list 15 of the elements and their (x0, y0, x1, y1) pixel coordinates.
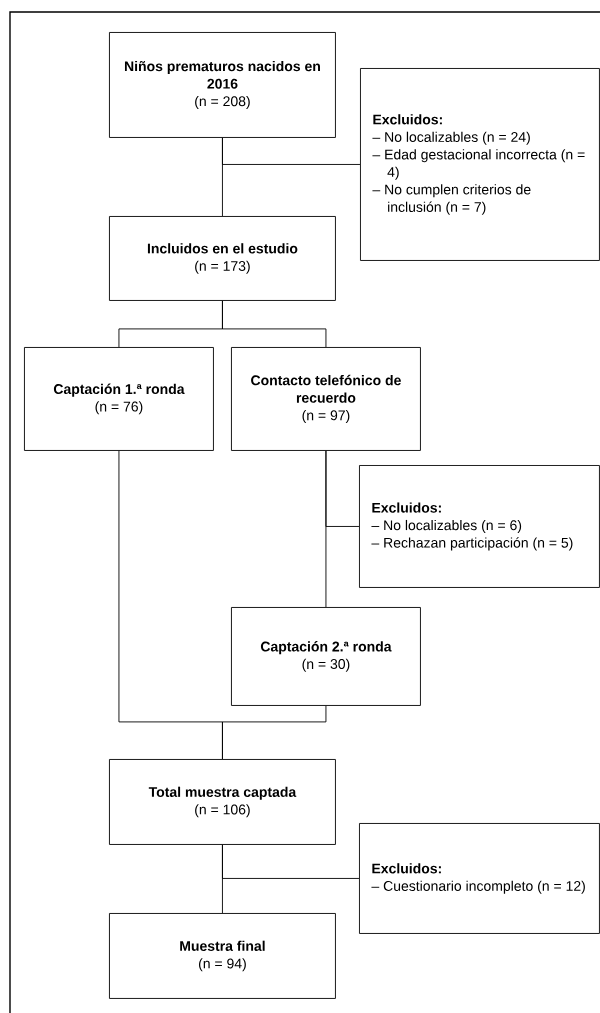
connector-line (325, 450, 360, 527)
process-box: Total muestra captada (n = 106) (109, 759, 336, 845)
connector-line (222, 300, 327, 348)
exclusion-box: Excluidos: – Cuestionario incompleto (n = 12) (359, 823, 600, 934)
exclusion-box: Excluidos: – No localizables (n = 24) – Edad gestacional incorrecta (n = 4) – No cumplen criterios de inclusión (n = 7) (360, 68, 600, 261)
exclusion-box: Excluidos: – No localizables (n = 6) – Rechazan participación (n = 5) (359, 465, 600, 588)
connector-line (222, 705, 327, 760)
connector-line (222, 844, 360, 879)
process-box: Muestra final (n = 94) (109, 913, 336, 999)
process-box: Captación 1.ª ronda (n = 76) (24, 347, 214, 451)
process-box: Niños prematuros nacidos en 2016 (n = 208) (109, 32, 336, 138)
process-box: Incluidos en el estudio (n = 173) (109, 216, 336, 301)
process-box: Contacto telefónico de recuerdo (n = 97) (231, 347, 421, 451)
connector-line (222, 137, 361, 165)
process-box: Captación 2.ª ronda (n = 30) (231, 607, 421, 706)
